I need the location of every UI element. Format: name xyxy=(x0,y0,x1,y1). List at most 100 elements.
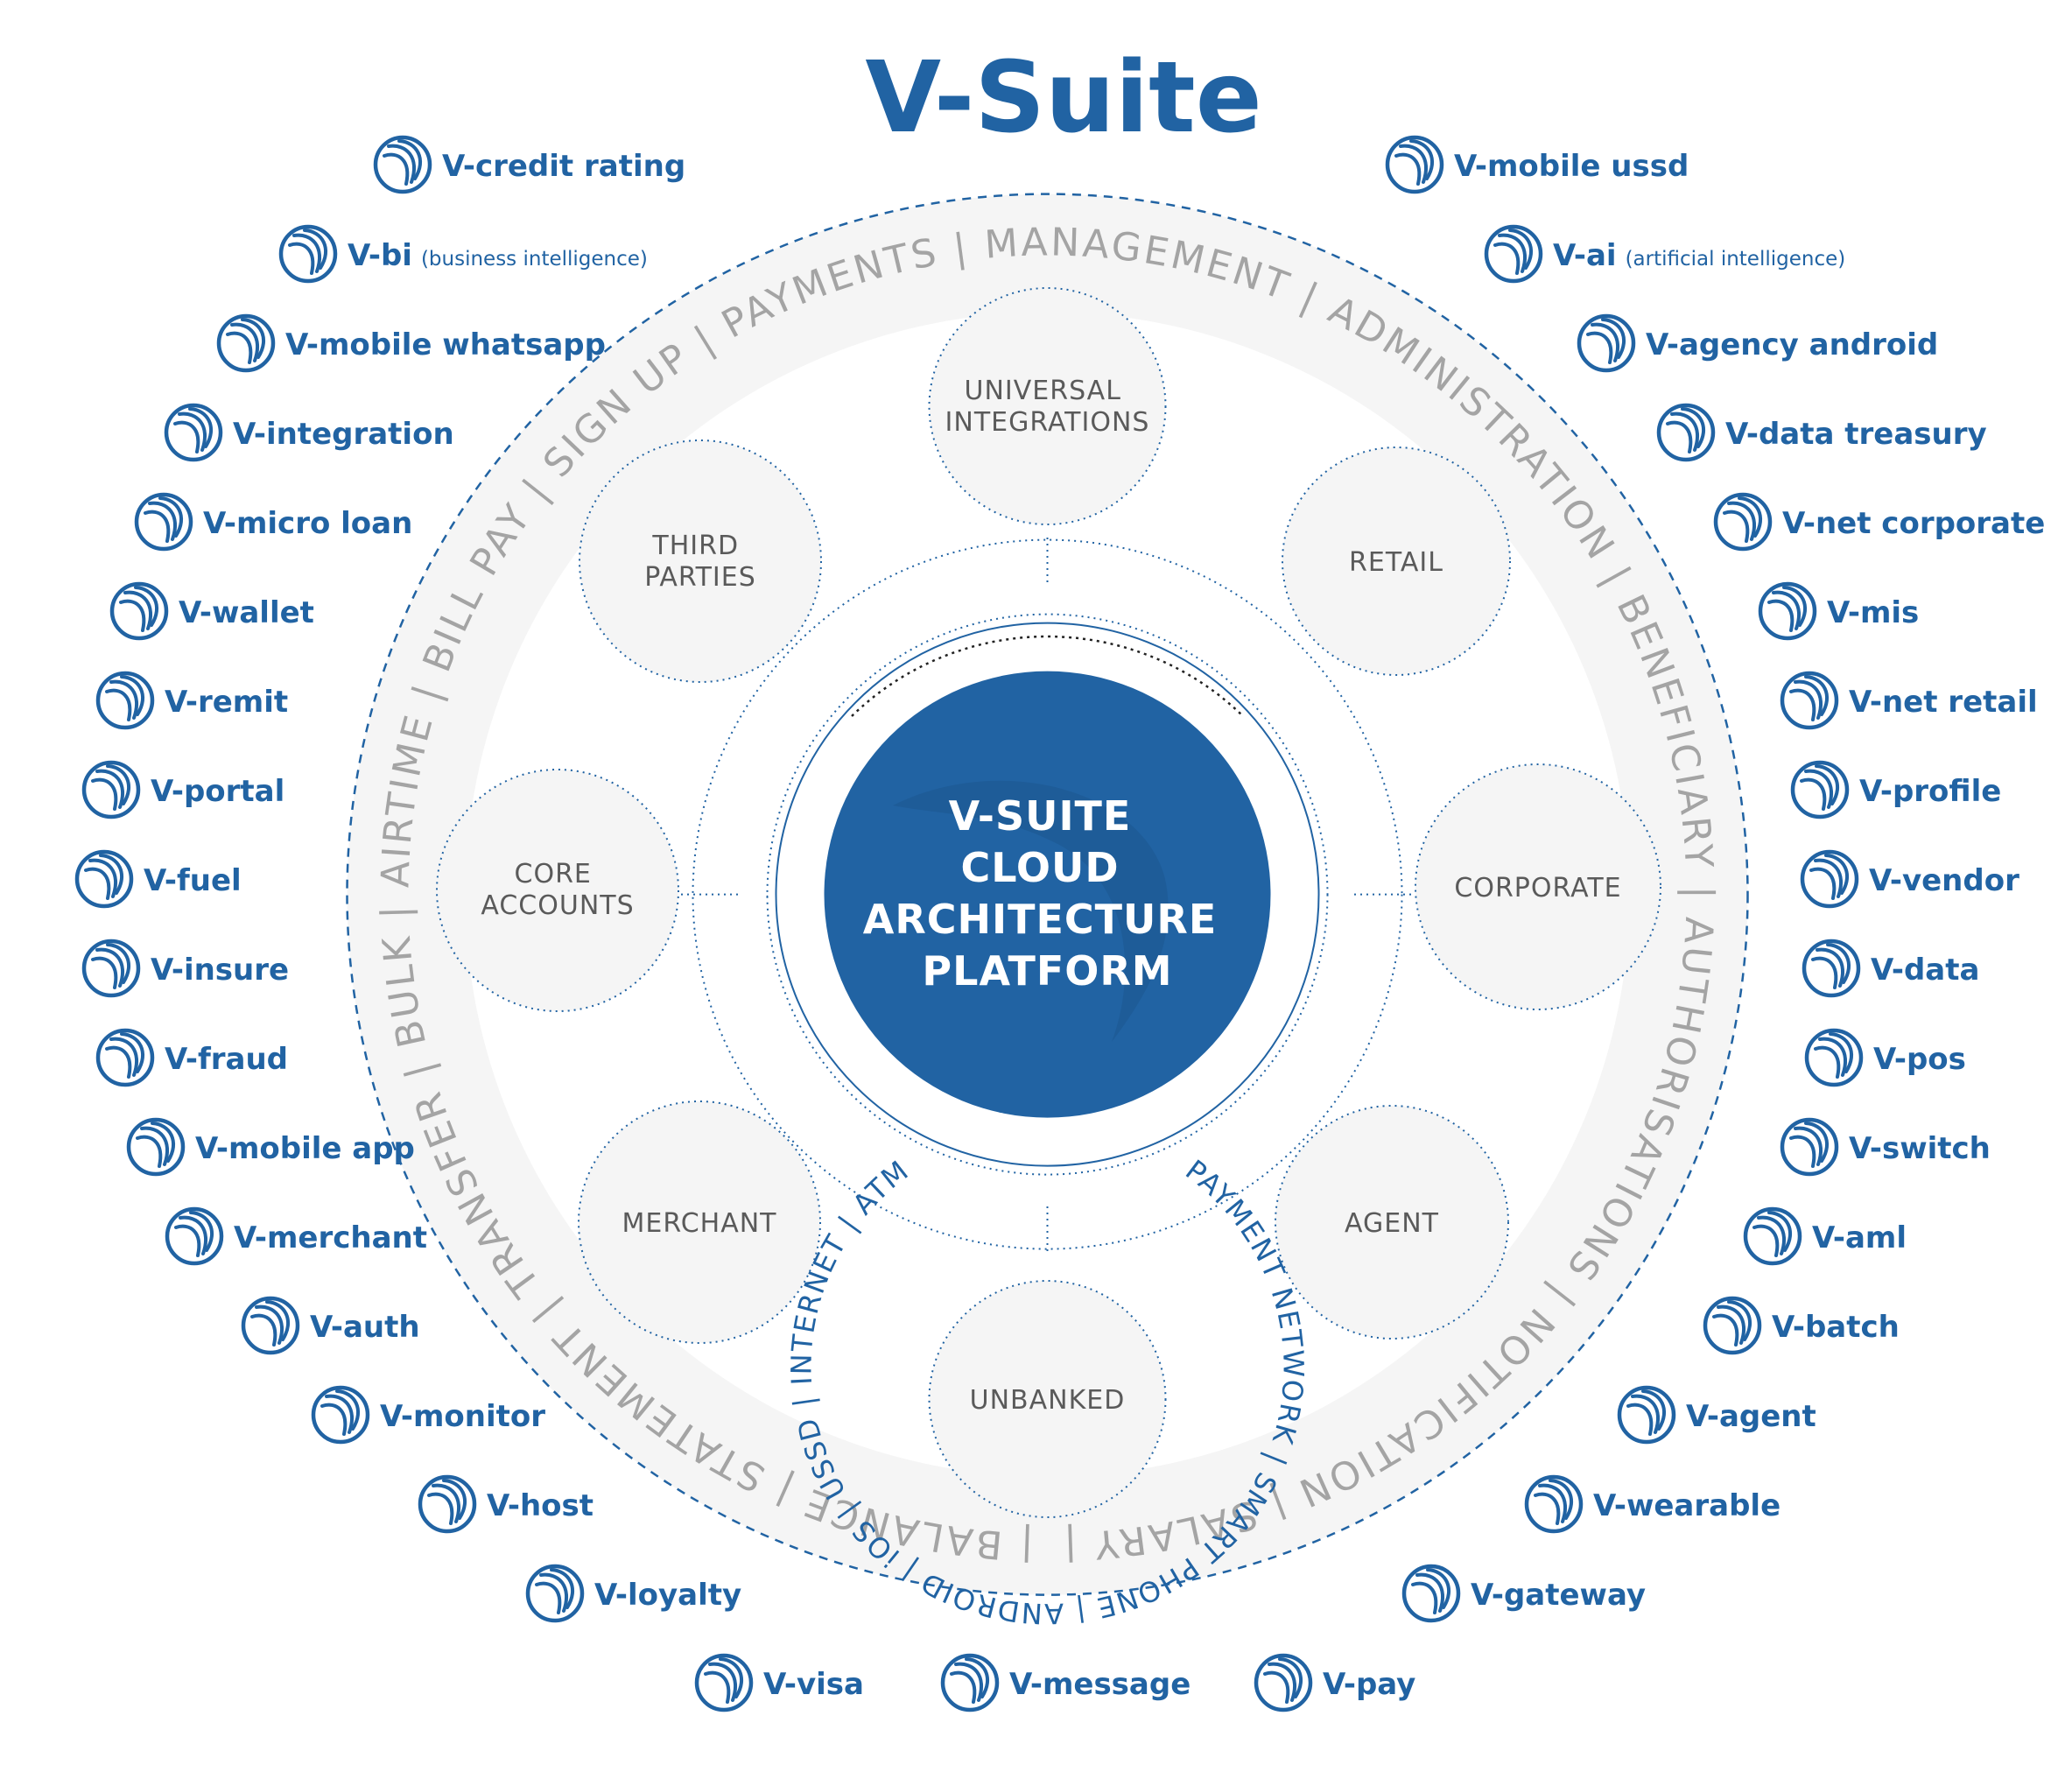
channel-ring-top-arc xyxy=(851,635,1244,717)
v-logo-icon xyxy=(697,1656,751,1710)
module-item: V-profile xyxy=(1793,763,2001,817)
module-item: V-switch xyxy=(1782,1120,1991,1174)
module-name: V-pos xyxy=(1873,1042,1966,1077)
module-name: V-auth xyxy=(310,1310,420,1345)
module-name: V-data xyxy=(1871,953,1979,988)
core-title-line: CLOUD xyxy=(960,844,1119,891)
v-logo-icon xyxy=(137,495,191,549)
module-name: V-credit rating xyxy=(442,149,685,184)
module-name: V-micro loan xyxy=(203,506,412,541)
module-name: V-message xyxy=(1009,1667,1191,1702)
module-name: V-portal xyxy=(151,774,284,809)
segment-unbanked: UNBANKED xyxy=(928,1280,1167,1518)
modules-bottom: V-message xyxy=(943,1656,1191,1710)
module-label: V-portal xyxy=(151,774,284,809)
v-logo-icon xyxy=(313,1388,368,1442)
module-item: V-insure xyxy=(84,941,289,995)
module-item: V-mobile whatsapp xyxy=(219,316,606,370)
module-label: V-mis xyxy=(1827,595,1919,630)
segment-core-accounts: CORE ACCOUNTS xyxy=(436,769,679,1012)
module-name: V-mobile app xyxy=(195,1131,415,1166)
v-logo-icon xyxy=(112,584,166,638)
module-item: V-loyalty xyxy=(528,1566,741,1621)
module-name: V-ai xyxy=(1553,238,1617,273)
module-label: V-agent xyxy=(1686,1399,1816,1434)
segment-label-line: THIRD xyxy=(651,531,739,561)
module-label: V-host xyxy=(487,1488,594,1523)
module-item: V-batch xyxy=(1705,1298,1900,1353)
module-label: V-data treasury xyxy=(1725,417,1987,452)
core-platform: V-SUITE CLOUD ARCHITECTURE PLATFORM xyxy=(824,671,1271,1118)
module-label: V-switch xyxy=(1849,1131,1991,1166)
v-logo-icon xyxy=(1716,495,1770,549)
v-logo-icon xyxy=(219,316,273,370)
module-name: V-profile xyxy=(1859,774,2001,809)
module-name: V-data treasury xyxy=(1725,417,1987,452)
module-label: V-aml xyxy=(1812,1220,1907,1255)
module-name: V-net corporate xyxy=(1782,506,2045,541)
module-item: V-data treasury xyxy=(1659,405,1987,460)
v-logo-icon xyxy=(1807,1030,1861,1085)
module-item: V-data xyxy=(1804,941,1979,995)
module-item: V-pay xyxy=(1256,1656,1415,1710)
module-item: V-auth xyxy=(243,1298,420,1353)
module-label: V-ai (artificial intelligence) xyxy=(1553,238,1845,273)
segment-label: MERCHANT xyxy=(622,1208,777,1239)
module-name: V-agent xyxy=(1686,1399,1816,1434)
v-logo-icon xyxy=(1527,1477,1581,1531)
v-logo-icon xyxy=(167,1209,221,1263)
v-logo-icon xyxy=(1745,1209,1800,1263)
module-label: V-message xyxy=(1009,1667,1191,1702)
v-logo-icon xyxy=(98,673,152,728)
module-item: V-gateway xyxy=(1404,1566,1646,1621)
module-name: V-wallet xyxy=(179,595,314,630)
v-logo-icon xyxy=(1782,1120,1837,1174)
v-logo-icon xyxy=(1486,227,1541,281)
module-label: V-bi(business intelligence) xyxy=(348,238,648,273)
module-label: V-vendor xyxy=(1869,863,2019,898)
module-name: V-remit xyxy=(165,685,288,720)
module-label: V-credit rating xyxy=(442,149,685,184)
module-item: V-wearable xyxy=(1527,1477,1781,1531)
module-item: V-micro loan xyxy=(137,495,412,549)
page-title: V-Suite xyxy=(865,41,1261,155)
module-label: V-mobile app xyxy=(195,1131,415,1166)
module-item: V-aml xyxy=(1745,1209,1907,1263)
v-logo-icon xyxy=(166,405,221,460)
modules-right: V-mobile ussd V-ai (artificial intelligen… xyxy=(1256,137,2045,1710)
module-name: V-fuel xyxy=(144,863,242,898)
segment-label-line: INTEGRATIONS xyxy=(945,407,1150,438)
module-item: V-agent xyxy=(1619,1388,1816,1442)
module-label: V-fraud xyxy=(165,1042,288,1077)
module-name: V-merchant xyxy=(234,1220,427,1255)
module-label: V-mobile ussd xyxy=(1454,149,1689,184)
module-item: V-agency android xyxy=(1579,316,1938,370)
module-item: V-portal xyxy=(84,763,284,817)
module-name: V-insure xyxy=(151,953,289,988)
v-logo-icon xyxy=(1804,941,1858,995)
v-logo-icon xyxy=(420,1477,474,1531)
segment-label: RETAIL xyxy=(1349,547,1443,578)
module-label: V-insure xyxy=(151,953,289,988)
module-item: V-mobile app xyxy=(129,1120,415,1174)
module-name: V-monitor xyxy=(380,1399,545,1434)
module-label: V-batch xyxy=(1772,1310,1900,1345)
module-label: V-data xyxy=(1871,953,1979,988)
module-name: V-mis xyxy=(1827,595,1919,630)
segment-label-line: UNIVERSAL xyxy=(965,376,1121,406)
module-item: V-remit xyxy=(98,673,288,728)
segment-label: CORPORATE xyxy=(1454,873,1621,904)
v-logo-icon xyxy=(1404,1566,1458,1621)
module-note: (artificial intelligence) xyxy=(1626,248,1846,271)
segment-label-line: PARTIES xyxy=(644,562,756,593)
module-label: V-integration xyxy=(233,417,454,452)
v-logo-icon xyxy=(376,137,430,192)
module-name: V-visa xyxy=(763,1667,864,1702)
segment-label-line: RETAIL xyxy=(1349,547,1443,578)
module-item: V-host xyxy=(420,1477,594,1531)
v-logo-icon xyxy=(1705,1298,1759,1353)
v-logo-icon xyxy=(943,1656,997,1710)
module-name: V-wearable xyxy=(1593,1488,1781,1523)
